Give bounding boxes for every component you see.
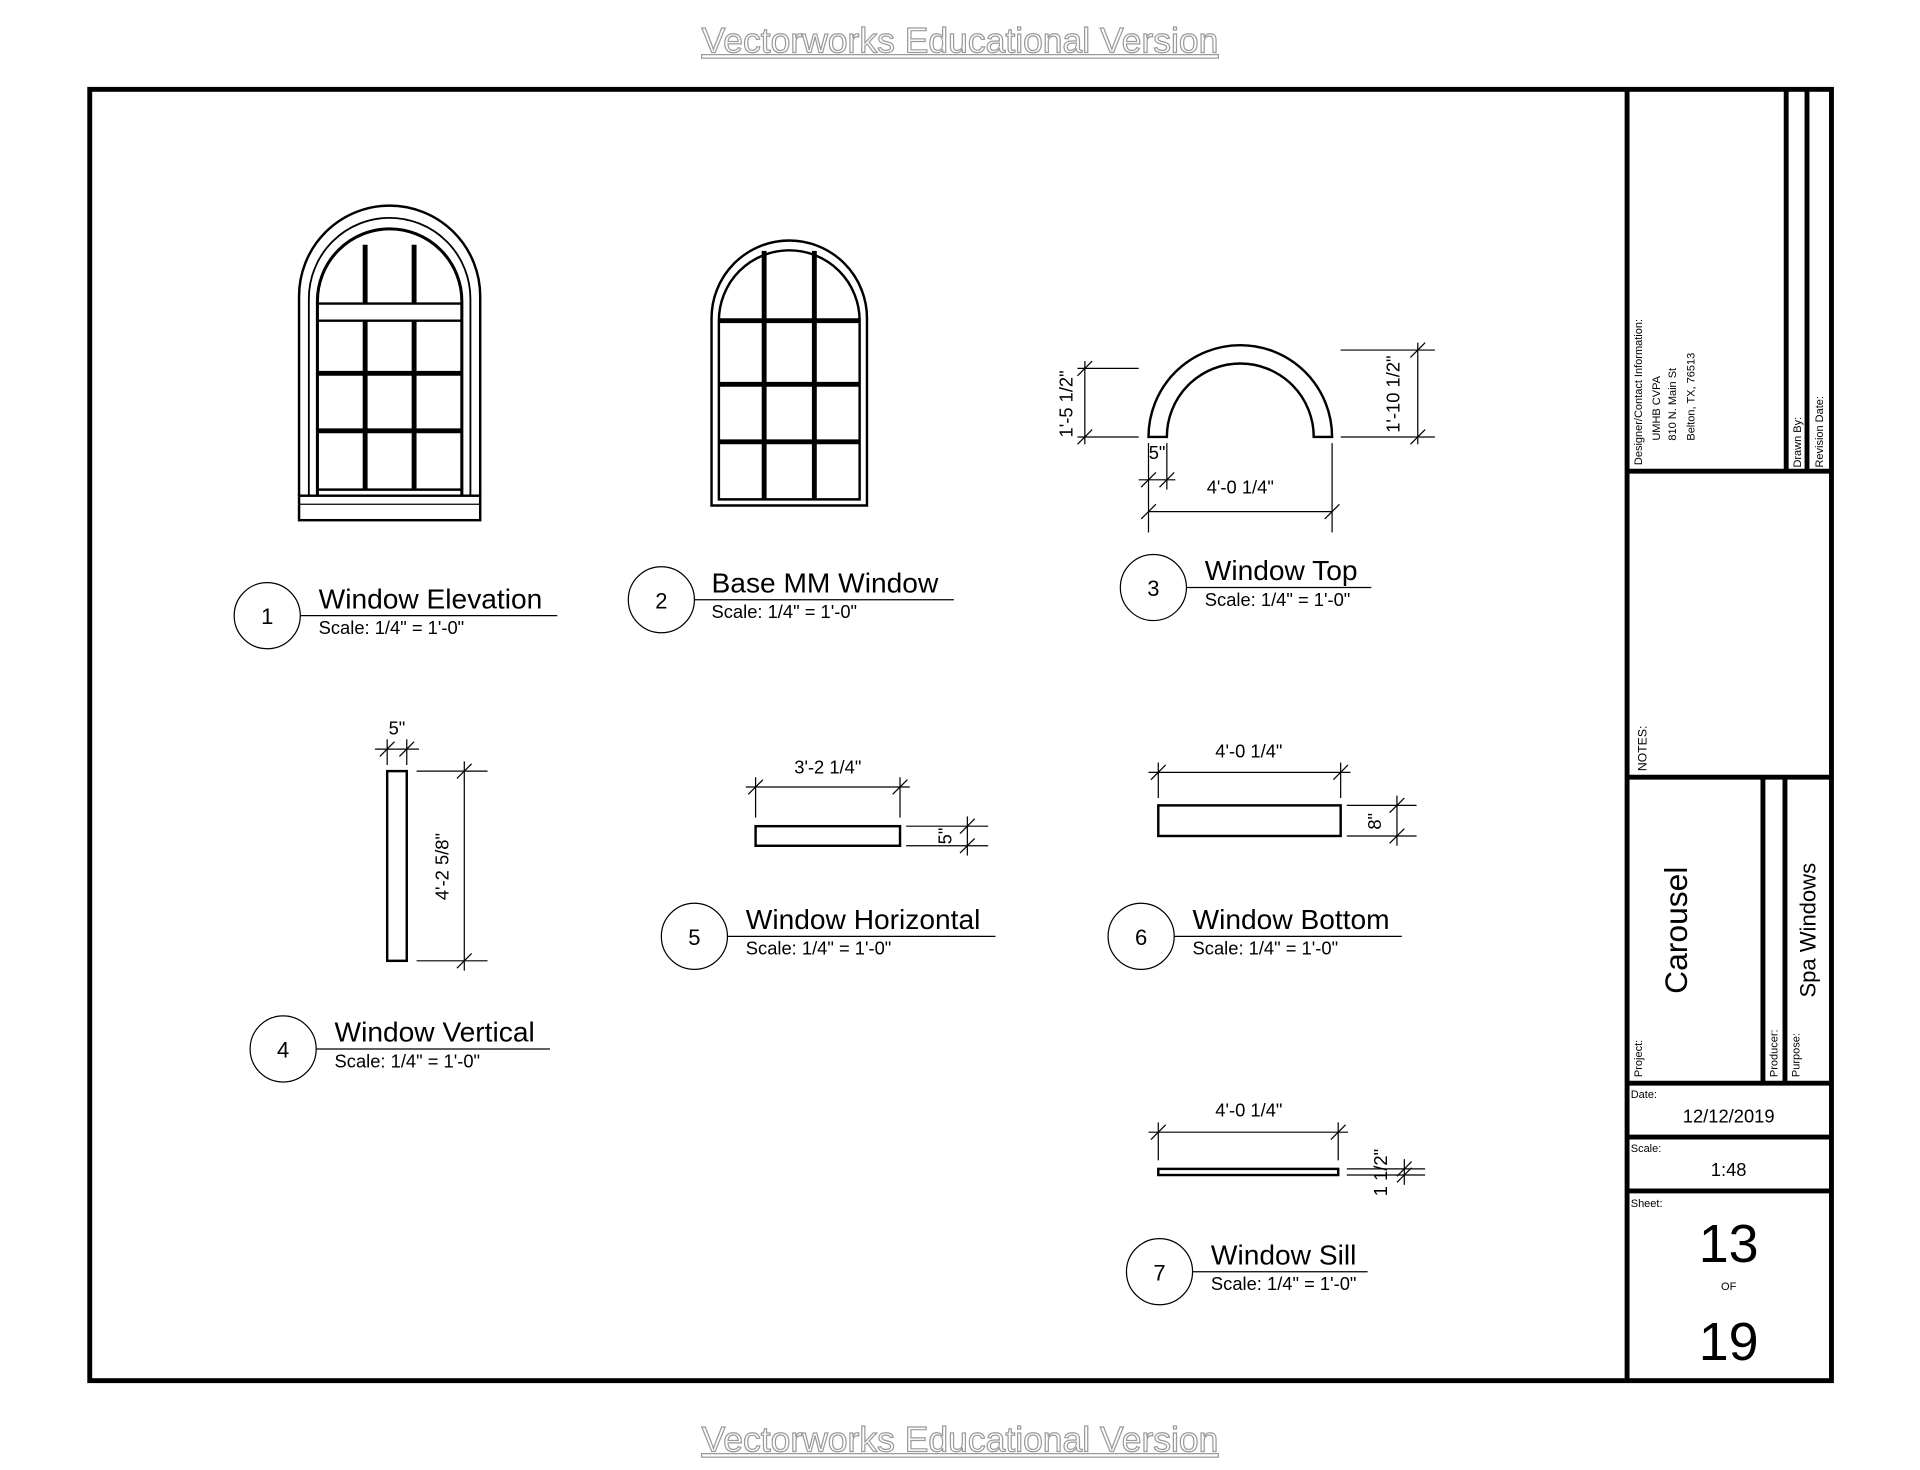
of-label: OF — [1721, 1281, 1737, 1293]
watermark-bottom: Vectorworks Educational Version — [702, 1420, 1219, 1460]
dimension-label: 4'-0 1/4" — [1215, 741, 1282, 762]
designer-line: Belton, TX, 76513 — [1685, 353, 1697, 441]
view-number: 6 — [1135, 925, 1147, 950]
view-scale: Scale: 1/4" = 1'-0" — [1211, 1273, 1357, 1294]
window-elevation-drawing — [297, 204, 482, 522]
view-scale: Scale: 1/4" = 1'-0" — [335, 1050, 481, 1071]
view-label-2: 2 Base MM Window Scale: 1/4" = 1'-0" — [627, 566, 954, 634]
project-label: Project: — [1633, 1040, 1645, 1077]
view-label-5: 5 Window Horizontal Scale: 1/4" = 1'-0" — [660, 902, 996, 971]
sheet-number: 13 — [1699, 1214, 1759, 1274]
view-title: Window Top — [1205, 555, 1358, 586]
view-label-7: 7 Window Sill Scale: 1/4" = 1'-0" — [1125, 1238, 1368, 1306]
notes-label: NOTES: — [1636, 726, 1650, 772]
scale-value: 1:48 — [1711, 1159, 1747, 1180]
date-label: Date: — [1631, 1089, 1657, 1101]
view-scale: Scale: 1/4" = 1'-0" — [746, 938, 892, 959]
title-block: Designer/Contact Information: UMHB CVPA … — [1624, 89, 1832, 1381]
revision-date-label: Revision Date: — [1814, 396, 1826, 468]
designer-label: Designer/Contact Information: — [1633, 319, 1645, 465]
scale-label: Scale: — [1631, 1143, 1662, 1155]
drawn-by-label: Drawn By: — [1792, 417, 1804, 468]
view-scale: Scale: 1/4" = 1'-0" — [1193, 938, 1339, 959]
view-number: 7 — [1153, 1260, 1165, 1285]
sheet-label: Sheet: — [1631, 1198, 1663, 1210]
watermark-top: Vectorworks Educational Version — [702, 21, 1219, 61]
window-sill-drawing: 4'-0 1/4" 1 1/2" — [1148, 1099, 1426, 1196]
view-scale: Scale: 1/4" = 1'-0" — [712, 601, 858, 622]
view-title: Base MM Window — [712, 567, 939, 598]
project-name: Carousel — [1658, 867, 1694, 994]
dimension-label: 1'-5 1/2" — [1056, 370, 1077, 437]
date-value: 12/12/2019 — [1683, 1105, 1775, 1126]
view-number: 4 — [277, 1038, 289, 1063]
view-scale: Scale: 1/4" = 1'-0" — [1205, 589, 1351, 610]
view-label-1: 1 Window Elevation Scale: 1/4" = 1'-0" — [233, 582, 558, 650]
dimension-label: 8" — [1364, 813, 1385, 830]
total-sheets: 19 — [1699, 1312, 1759, 1372]
view-title: Window Sill — [1211, 1239, 1356, 1270]
designer-line: 810 N. Main St — [1667, 368, 1679, 441]
dimension-label: 1 1/2" — [1370, 1149, 1391, 1196]
view-title: Window Elevation — [319, 583, 543, 614]
dimension-label: 5" — [1149, 442, 1166, 463]
dimension-label: 5" — [389, 717, 406, 738]
producer-label: Producer: — [1769, 1029, 1781, 1077]
view-title: Window Horizontal — [746, 904, 981, 935]
dimension-label: 5" — [934, 828, 955, 845]
view-number: 2 — [655, 588, 667, 613]
purpose-value: Spa Windows — [1796, 863, 1821, 998]
dimension-label: 1'-10 1/2" — [1382, 355, 1403, 432]
purpose-label: Purpose: — [1791, 1033, 1803, 1077]
window-bottom-drawing: 4'-0 1/4" 8" — [1148, 741, 1417, 846]
dimension-label: 4'-2 5/8" — [431, 833, 452, 900]
view-number: 5 — [688, 925, 700, 950]
view-title: Window Vertical — [335, 1017, 535, 1048]
view-label-6: 6 Window Bottom Scale: 1/4" = 1'-0" — [1107, 902, 1402, 971]
dimension-label: 3'-2 1/4" — [794, 757, 861, 778]
dimension-label: 4'-0 1/4" — [1207, 476, 1274, 497]
base-mm-window-drawing — [710, 239, 869, 507]
window-top-drawing: 1'-5 1/2" 1'-10 1/2" 5" 4'-0 1/4" — [1056, 342, 1435, 533]
window-vertical-drawing: 5" 4'-2 5/8" — [374, 717, 488, 971]
dimension-label: 4'-0 1/4" — [1215, 1099, 1282, 1120]
view-label-4: 4 Window Vertical Scale: 1/4" = 1'-0" — [249, 1015, 550, 1083]
view-label-3: 3 Window Top Scale: 1/4" = 1'-0" — [1119, 553, 1372, 622]
view-number: 1 — [261, 604, 273, 629]
designer-line: UMHB CVPA — [1651, 375, 1663, 440]
view-title: Window Bottom — [1193, 904, 1390, 935]
window-horizontal-drawing: 3'-2 1/4" 5" — [745, 757, 989, 856]
view-number: 3 — [1147, 576, 1159, 601]
view-scale: Scale: 1/4" = 1'-0" — [319, 617, 465, 638]
sheet-border — [87, 86, 1834, 1384]
